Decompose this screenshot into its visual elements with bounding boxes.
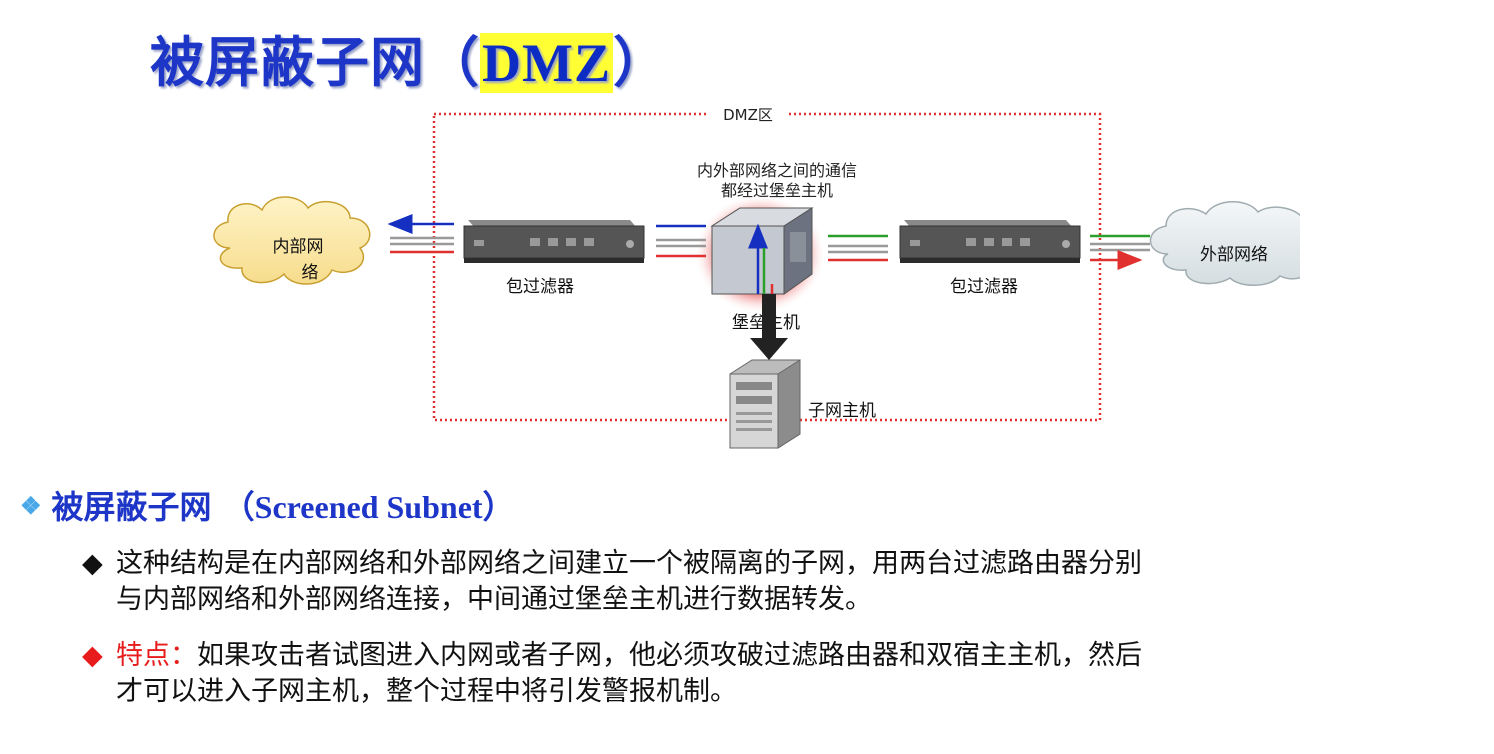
page-title: 被屏蔽子网（DMZ） bbox=[150, 18, 668, 97]
section-heading-en: （Screened Subnet） bbox=[222, 489, 515, 525]
right-packet-filter-label: 包过滤器 bbox=[950, 277, 1018, 297]
dmz-diagram: DMZ区 内外部网络之间的通信 都经过堡垒主机 内部网 络 外部网络 包过滤器 bbox=[213, 104, 1300, 449]
paragraph-features: ◆特点：如果攻击者试图进入内网或者子网，他必须攻破过滤路由器和双宿主主机，然后 … bbox=[82, 638, 1482, 710]
subnet-host-label: 子网主机 bbox=[808, 401, 876, 421]
right-packet-filter-router bbox=[899, 220, 1081, 263]
paragraph-bullet-icon-red: ◆ bbox=[82, 640, 103, 671]
external-network-cloud: 外部网络 bbox=[1149, 201, 1300, 286]
center-left-link-lines bbox=[656, 224, 706, 258]
left-packet-filter-label: 包过滤器 bbox=[506, 277, 574, 297]
bastion-host bbox=[694, 194, 826, 314]
title-main: 被屏蔽子网（ bbox=[150, 30, 480, 94]
down-arrow-to-subnet-host bbox=[750, 294, 788, 360]
dmz-zone-label: DMZ区 bbox=[723, 106, 773, 124]
internal-network-label-line1: 内部网 bbox=[273, 237, 324, 257]
diamond-bullet-icon: ❖ bbox=[20, 491, 42, 520]
right-link-lines bbox=[1090, 234, 1150, 270]
paragraph-features-line1: 如果攻击者试图进入内网或者子网，他必须攻破过滤路由器和双宿主主机，然后 bbox=[197, 640, 1142, 671]
paragraph-bullet-icon: ◆ bbox=[82, 548, 103, 579]
left-link-lines bbox=[387, 214, 454, 254]
internal-network-label-line2: 络 bbox=[302, 263, 319, 283]
paragraph-structure: ◆这种结构是在内部网络和外部网络之间建立一个被隔离的子网，用两台过滤路由器分别 … bbox=[82, 546, 1482, 618]
paragraph-features-line2: 才可以进入子网主机，整个过程中将引发警报机制。 bbox=[116, 676, 737, 707]
communication-note-line1: 内外部网络之间的通信 bbox=[697, 161, 857, 180]
paragraph-structure-line2: 与内部网络和外部网络连接，中间通过堡垒主机进行数据转发。 bbox=[116, 584, 872, 615]
center-right-link-lines bbox=[828, 234, 888, 262]
left-packet-filter-router bbox=[463, 220, 645, 263]
subnet-host-server bbox=[729, 359, 801, 449]
title-highlight: DMZ bbox=[480, 33, 613, 93]
paragraph-structure-line1: 这种结构是在内部网络和外部网络之间建立一个被隔离的子网，用两台过滤路由器分别 bbox=[116, 548, 1142, 579]
external-network-label: 外部网络 bbox=[1200, 245, 1268, 265]
features-label: 特点： bbox=[116, 640, 197, 671]
section-heading-cn: 被屏蔽子网 bbox=[51, 488, 223, 526]
title-tail: ） bbox=[612, 30, 668, 94]
internal-network-cloud: 内部网 络 bbox=[213, 196, 371, 285]
section-heading: ❖ 被屏蔽子网 （Screened Subnet） bbox=[20, 482, 515, 528]
